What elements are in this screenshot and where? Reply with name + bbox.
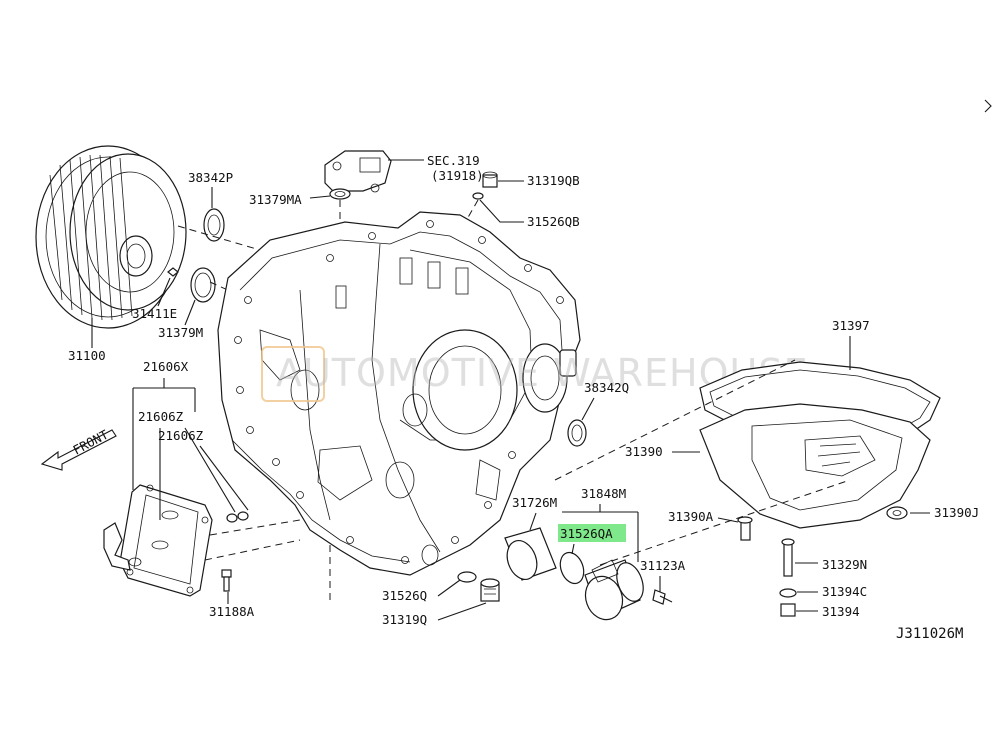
plug-31319QB[interactable]: [482, 171, 498, 188]
seal-38342P[interactable]: [203, 208, 225, 242]
washer-31526Q[interactable]: [457, 571, 477, 583]
transmission-case[interactable]: [217, 211, 581, 576]
seal-38342Q[interactable]: [567, 419, 587, 447]
front-label: FRONT: [70, 427, 111, 458]
label-21606X: 21606X: [143, 359, 189, 374]
oil-pan-31390[interactable]: [699, 403, 931, 529]
oil-cooler[interactable]: [103, 484, 213, 597]
o-ring-31526QA[interactable]: [556, 549, 588, 587]
label-38342Q: 38342Q: [584, 380, 629, 395]
washer-31379MA[interactable]: [329, 188, 351, 200]
label-21606Z-b: 21606Z: [158, 428, 204, 443]
seal-31379M[interactable]: [190, 267, 216, 303]
label-31390J: 31390J: [934, 505, 979, 520]
label-31100: 31100: [68, 348, 106, 363]
plug-31319Q[interactable]: [480, 578, 500, 602]
label-38342P: 38342P: [188, 170, 233, 185]
label-31379M: 31379M: [158, 325, 203, 340]
label-21606Z-a: 21606Z: [138, 409, 184, 424]
highlight-31526QA: [558, 524, 626, 542]
label-31526Q: 31526Q: [382, 588, 427, 603]
bolt-31123A[interactable]: [652, 589, 673, 605]
diagram-code: J311026M: [896, 626, 963, 642]
label-sec-31918: (31918): [431, 168, 484, 183]
label-31390: 31390: [625, 444, 663, 459]
strainer-31726M[interactable]: [502, 527, 557, 584]
pin-31411E[interactable]: [167, 267, 179, 277]
label-31379MA: 31379MA: [249, 192, 302, 207]
label-31394: 31394: [822, 604, 860, 619]
plug-31394[interactable]: [780, 603, 796, 617]
bolt-31188A[interactable]: [221, 569, 232, 592]
label-sec-319: SEC.319: [427, 153, 480, 168]
sensor-assembly[interactable]: [324, 150, 392, 193]
front-arrow-icon: FRONT: [40, 427, 117, 471]
washer-31390J[interactable]: [886, 506, 908, 520]
o-rings-21606Z[interactable]: [226, 511, 249, 523]
label-31848M: 31848M: [581, 486, 626, 501]
torque-converter[interactable]: [35, 145, 187, 329]
corner-mark: [984, 99, 992, 113]
label-31397: 31397: [832, 318, 870, 333]
label-31390A: 31390A: [668, 509, 714, 524]
label-31319QB: 31319QB: [527, 173, 580, 188]
bolt-31390A[interactable]: [737, 516, 753, 541]
washer-31394C[interactable]: [779, 588, 797, 598]
label-31526QB: 31526QB: [527, 214, 580, 229]
label-31526QA[interactable]: 31526QA: [560, 526, 613, 541]
label-31394C: 31394C: [822, 584, 867, 599]
label-31329N: 31329N: [822, 557, 867, 572]
label-31123A: 31123A: [640, 558, 686, 573]
filter-cover-31848M[interactable]: [580, 559, 649, 625]
label-31726M: 31726M: [512, 495, 557, 510]
label-31188A: 31188A: [209, 604, 255, 619]
label-31411E: 31411E: [132, 306, 177, 321]
drain-plug-31329N[interactable]: [781, 538, 795, 577]
label-31319Q: 31319Q: [382, 612, 427, 627]
washer-31526QB[interactable]: [472, 192, 484, 200]
